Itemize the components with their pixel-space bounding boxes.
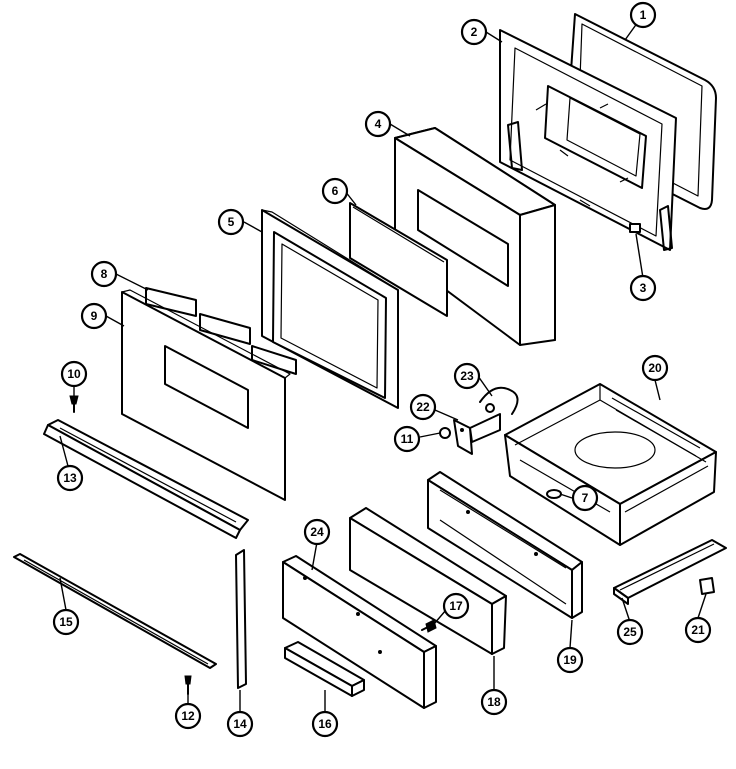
callout-12: 12 [174, 702, 202, 730]
part-screw-10 [69, 395, 79, 413]
part-wire-clip [479, 386, 519, 415]
part-drawer-panel [349, 507, 507, 655]
callout-13-label: 13 [63, 471, 77, 485]
part-inner-glass [349, 202, 448, 317]
part-screw-17 [421, 619, 437, 633]
callout-12-label: 12 [181, 709, 195, 723]
callout-16-label: 16 [318, 717, 332, 731]
callout-20-label: 20 [648, 361, 662, 375]
callout-6: 6 [321, 177, 349, 205]
callout-14: 14 [226, 710, 254, 738]
part-clip [629, 223, 641, 233]
callout-3: 3 [629, 274, 657, 302]
part-door-trim [43, 419, 249, 539]
callout-16: 16 [311, 710, 339, 738]
callout-8-label: 8 [101, 267, 108, 281]
callout-25-label: 25 [623, 625, 637, 639]
part-outer-door-panel [121, 289, 291, 501]
callout-25: 25 [616, 618, 644, 646]
callout-19-label: 19 [563, 653, 577, 667]
callout-11: 11 [393, 425, 421, 453]
callout-18: 18 [480, 688, 508, 716]
callout-8: 8 [90, 260, 118, 288]
callout-9: 9 [80, 302, 108, 330]
callout-1: 1 [629, 1, 657, 29]
callout-17: 17 [442, 592, 470, 620]
part-screw-12 [184, 675, 192, 695]
part-vertical-trim [235, 549, 247, 689]
callout-18-label: 18 [487, 695, 501, 709]
callout-5: 5 [217, 208, 245, 236]
callout-23-label: 23 [460, 369, 474, 383]
callout-10: 10 [60, 360, 88, 388]
callout-19: 19 [556, 646, 584, 674]
callout-10-label: 10 [67, 367, 81, 381]
part-door-frame [261, 209, 399, 409]
callout-14-label: 14 [233, 717, 247, 731]
callout-9-label: 9 [91, 309, 98, 323]
part-drawer-back [427, 471, 583, 619]
part-bracket [453, 413, 501, 455]
callout-2: 2 [460, 18, 488, 46]
callout-11-label: 11 [401, 432, 414, 446]
callout-3-label: 3 [640, 281, 647, 295]
part-drawer-handle [284, 641, 365, 697]
callout-22: 22 [409, 393, 437, 421]
part-drawer-fastener [546, 489, 562, 499]
part-drawer-front [282, 555, 437, 709]
part-bottom-strip [13, 553, 217, 669]
callout-1-label: 1 [640, 8, 647, 22]
callout-15-label: 15 [59, 615, 73, 629]
callout-21: 21 [684, 616, 712, 644]
callout-24-label: 24 [310, 525, 324, 539]
callout-6-label: 6 [332, 184, 339, 198]
part-small-block [699, 577, 715, 595]
callout-23: 23 [453, 362, 481, 390]
callout-7-label: 7 [582, 491, 589, 505]
callout-20: 20 [641, 354, 669, 382]
callout-15: 15 [52, 608, 80, 636]
callout-22-label: 22 [416, 400, 430, 414]
part-insulation-strips [145, 287, 297, 375]
callout-4-label: 4 [375, 117, 382, 131]
callout-5-label: 5 [228, 215, 235, 229]
callout-4: 4 [364, 110, 392, 138]
callout-21-label: 21 [691, 623, 705, 637]
callout-13: 13 [56, 464, 84, 492]
part-door-liner [394, 127, 556, 346]
part-bolt [439, 427, 451, 439]
callout-2-label: 2 [471, 25, 478, 39]
callout-7: 7 [571, 484, 599, 512]
part-drawer-box [504, 383, 717, 546]
callout-24: 24 [303, 518, 331, 546]
part-drawer-rail [613, 539, 727, 605]
callout-17-label: 17 [449, 599, 463, 613]
part-door-inner-frame [499, 29, 677, 251]
